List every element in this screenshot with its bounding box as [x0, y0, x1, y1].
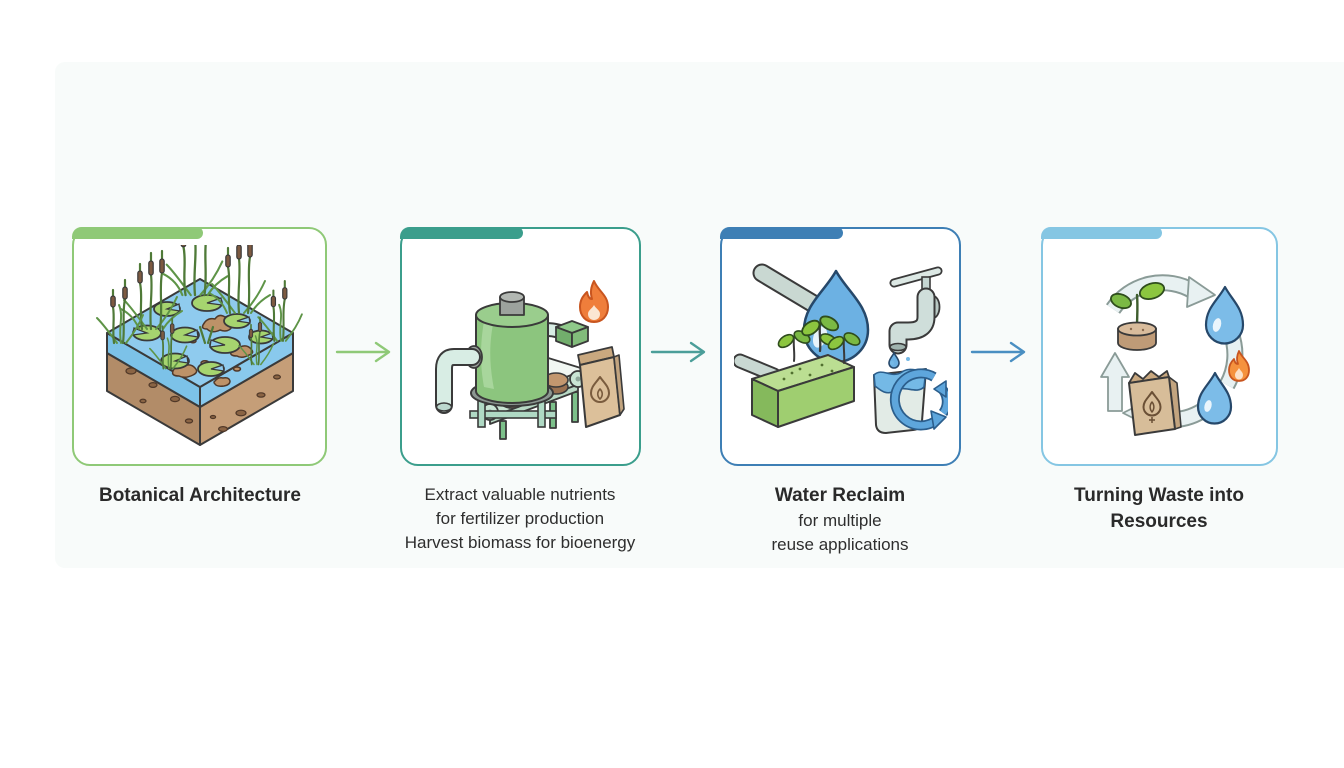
outlet-pipe [434, 348, 481, 414]
hopper-box [554, 320, 589, 348]
cattail-plants [95, 245, 303, 370]
constructed-wetland-icon [95, 245, 303, 446]
step-card-resource-cycle [1041, 227, 1278, 466]
planter-specks [782, 363, 833, 381]
card-accent-bar [72, 227, 203, 239]
water-reuse-icon [733, 263, 948, 434]
step-card-wetland [72, 227, 327, 466]
step-title: Turning Waste into Resources [1074, 485, 1244, 532]
seedling-pot-icon [1109, 281, 1165, 351]
recycle-arrows-icon [889, 368, 948, 431]
planter-box [750, 354, 855, 428]
step-line: Harvest biomass for bioenergy [404, 533, 636, 552]
wetland-block [105, 278, 294, 446]
inlet-pipe [752, 263, 821, 313]
step-caption-wetland: Botanical Architecture [30, 483, 370, 509]
resource-cycle-icon [1099, 274, 1250, 436]
step-line: Extract valuable nutrients [424, 485, 616, 504]
step-caption-resource-cycle: Turning Waste into Resources [989, 483, 1329, 535]
fertilizer-bag-icon [1127, 370, 1182, 436]
step-card-processing [400, 227, 641, 466]
soil-speckles [124, 367, 281, 433]
flow-arrow-icon [970, 341, 1026, 363]
flow-arrow-icon [335, 341, 391, 363]
energy-flame-icon [1227, 350, 1250, 382]
card-accent-bar [400, 227, 524, 239]
card-accent-bar [1041, 227, 1163, 239]
digester-tank [464, 291, 554, 407]
fertilizer-bag-icon [576, 346, 625, 428]
step-line: reuse applications [771, 535, 909, 554]
step-title: Water Reclaim [774, 485, 906, 506]
water-drop-icon [1196, 371, 1232, 425]
step-title: Botanical Architecture [98, 485, 301, 506]
step-card-water-reclaim [720, 227, 961, 466]
card-accent-bar [720, 227, 844, 239]
planter-pipe [733, 353, 781, 383]
water-drop-icon [1204, 285, 1244, 345]
step-caption-processing: Extract valuable nutrients for fertilize… [350, 483, 690, 555]
step-line: for multiple [798, 511, 882, 530]
nutrient-extraction-machine-icon [434, 280, 625, 440]
faucet-icon [888, 266, 942, 355]
bioenergy-flame-icon [578, 280, 609, 323]
step-caption-water-reclaim: Water Reclaim for multiple reuse applica… [670, 483, 1010, 557]
step-line: for fertilizer production [435, 509, 605, 528]
drip-drop-icon [887, 351, 900, 369]
flow-arrow-icon [650, 341, 706, 363]
seedlings [777, 315, 861, 364]
